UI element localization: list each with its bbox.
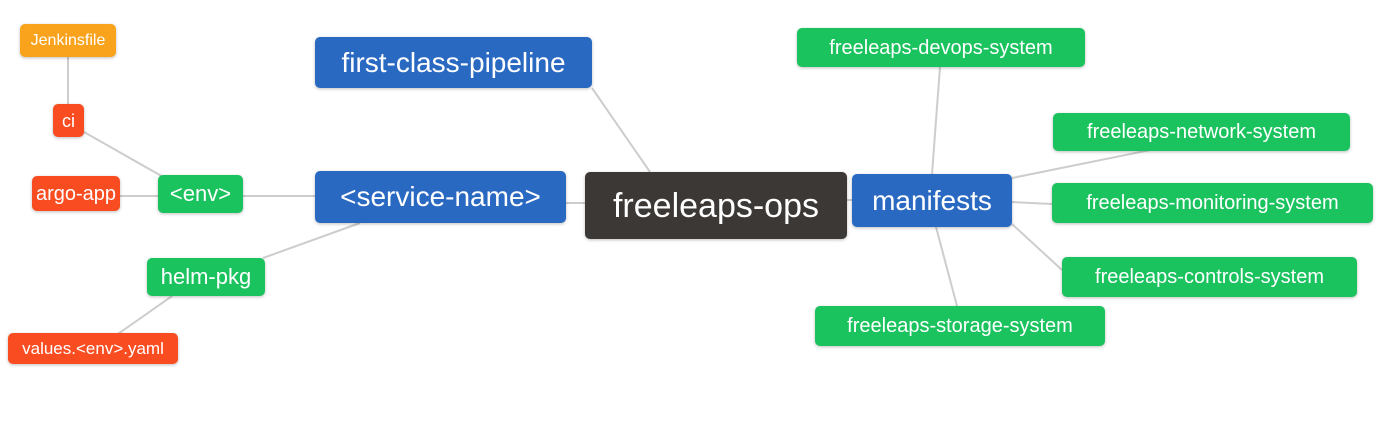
node-first-class-pipeline[interactable]: first-class-pipeline — [315, 37, 592, 88]
node-argo-app[interactable]: argo-app — [32, 176, 120, 211]
node-values-env-yaml[interactable]: values.<env>.yaml — [8, 333, 178, 364]
edge-helm-pkg-service-name — [262, 222, 361, 259]
edge-manifests-monitoring-system — [1011, 201, 1053, 205]
edge-helm-pkg-values-env-yaml — [117, 295, 173, 335]
node-service-name[interactable]: <service-name> — [315, 171, 566, 223]
node-jenkinsfile[interactable]: Jenkinsfile — [20, 24, 116, 57]
node-ci[interactable]: ci — [53, 104, 84, 137]
node-freeleaps-devops-system[interactable]: freeleaps-devops-system — [797, 28, 1085, 67]
node-manifests[interactable]: manifests — [852, 174, 1012, 227]
node-helm-pkg[interactable]: helm-pkg — [147, 258, 265, 296]
node-freeleaps-network-system[interactable]: freeleaps-network-system — [1053, 113, 1350, 151]
edge-manifests-devops-system — [931, 66, 941, 175]
node-freeleaps-ops[interactable]: freeleaps-ops — [585, 172, 847, 239]
node-freeleaps-monitoring-system[interactable]: freeleaps-monitoring-system — [1052, 183, 1373, 223]
node-freeleaps-storage-system[interactable]: freeleaps-storage-system — [815, 306, 1105, 346]
node-env[interactable]: <env> — [158, 175, 243, 213]
edge-manifests-network-system — [1011, 148, 1156, 179]
edge-manifests-storage-system — [935, 226, 958, 307]
edge-first-class-pipeline-ops — [591, 87, 651, 173]
edge-manifests-controls-system — [1011, 223, 1063, 271]
node-freeleaps-controls-system[interactable]: freeleaps-controls-system — [1062, 257, 1357, 297]
edge-ci-env — [83, 131, 166, 179]
